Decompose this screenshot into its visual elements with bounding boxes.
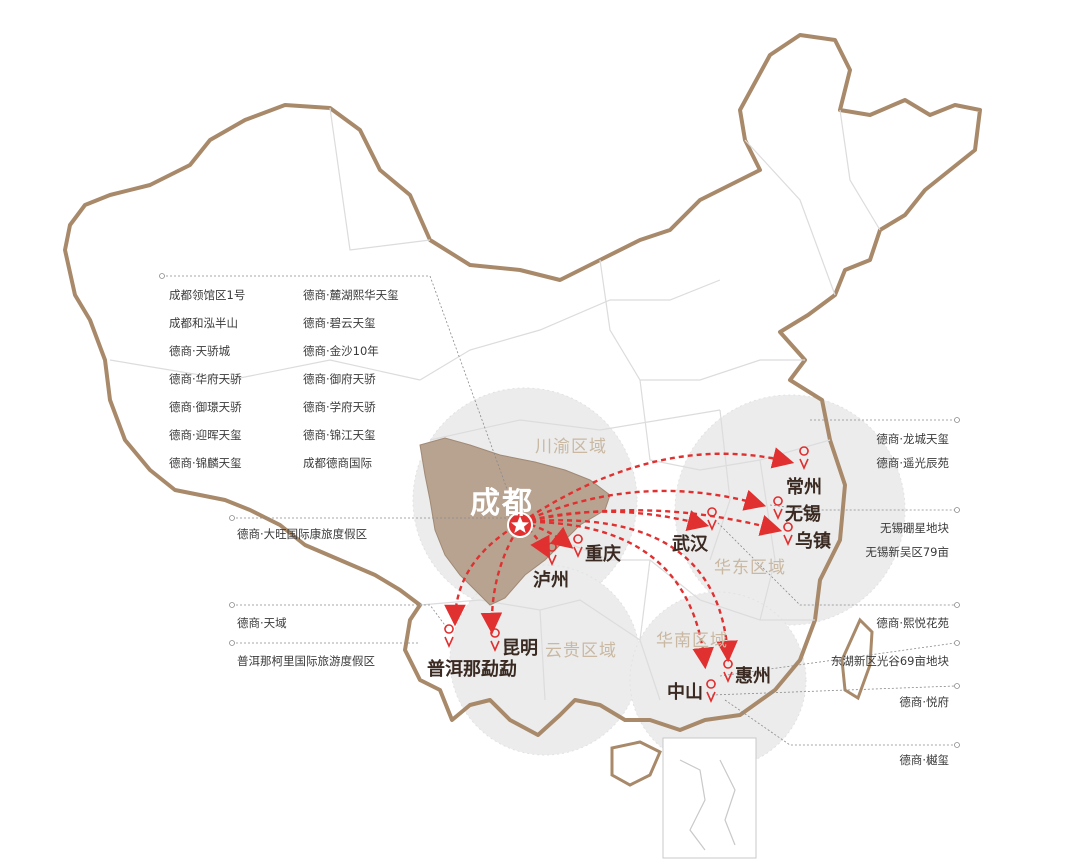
location-pins <box>444 446 809 703</box>
pin-icon <box>573 534 583 558</box>
city-label-puer: 普洱那勐勐 <box>427 659 517 680</box>
pin-icon <box>799 446 809 470</box>
leader-lines <box>162 275 956 746</box>
project-label-wuxi-2: 无锡新吴区79亩 <box>865 545 949 559</box>
project-label: 德商·学府天骄 <box>303 400 376 414</box>
project-label: 德商·麓湖熙华天玺 <box>303 288 399 302</box>
arrow-to-wuhan <box>521 510 710 532</box>
project-label: 成都和泓半山 <box>169 316 238 330</box>
star-icon <box>511 516 529 533</box>
project-label: 德商·御璟天骄 <box>169 400 242 414</box>
region-label-chuanyu: 川渝区域 <box>535 437 607 457</box>
region-circle-huadong <box>674 394 906 626</box>
project-label: 成都领馆区1号 <box>169 288 246 302</box>
city-label-kunming: 昆明 <box>502 638 538 659</box>
hainan-island <box>610 740 662 787</box>
pin-icon <box>783 522 793 546</box>
project-label: 德商·锦江天玺 <box>303 428 376 442</box>
province-lines <box>109 107 881 701</box>
region-label-huanan: 华南区域 <box>656 631 728 651</box>
project-label: 成都德商国际 <box>303 456 372 470</box>
project-label-wuxi-1: 无锡硼星地块 <box>880 521 949 535</box>
city-label-changzhou: 常州 <box>786 477 822 498</box>
china-border <box>63 33 982 737</box>
project-label: 德商·迎晖天玺 <box>169 428 242 442</box>
taiwan-island <box>840 617 874 701</box>
city-label-wuxi: 无锡 <box>785 504 821 525</box>
project-label-changzhou-2: 德商·遥光辰苑 <box>876 456 949 470</box>
arrow-to-wuxi <box>521 489 767 524</box>
project-label: 德商·天骄城 <box>169 344 231 358</box>
pin-icon <box>490 628 500 652</box>
pin-icon <box>706 679 716 703</box>
project-label: 德商·金沙10年 <box>303 344 379 358</box>
leader-dots <box>159 273 960 748</box>
pin-icon <box>547 542 557 566</box>
pin-icon <box>444 624 454 648</box>
city-label-chengdu: 成都 <box>470 486 534 521</box>
project-label-wuhan: 德商·熙悦花苑 <box>876 616 949 630</box>
arrow-to-huizhou <box>521 519 738 663</box>
project-label-huizhou: 德商·樾玺 <box>899 753 949 767</box>
city-label-wuzhen: 乌镇 <box>795 531 831 552</box>
arrow-to-wuzhen <box>521 509 783 536</box>
project-label-changzhou-1: 德商·龙城天玺 <box>876 432 949 446</box>
project-label-wuhan-2: 东湖新区光谷69亩地块 <box>830 654 949 668</box>
city-label-wuhan: 武汉 <box>672 534 708 555</box>
project-label-puer: 普洱那柯里国际旅游度假区 <box>237 654 375 668</box>
project-label: 德商·锦麟天玺 <box>169 456 242 470</box>
city-label-luzhou: 泸州 <box>533 570 569 591</box>
project-label-luzhou: 德商·大旺国际康旅度假区 <box>237 527 368 541</box>
project-label: 德商·御府天骄 <box>303 372 376 386</box>
project-label: 德商·华府天骄 <box>169 372 242 386</box>
arrow-to-zhongshan <box>521 520 714 670</box>
region-label-yungui: 云贵区域 <box>545 641 617 661</box>
city-label-chongqing: 重庆 <box>585 544 621 565</box>
city-label-zhongshan: 中山 <box>667 682 703 703</box>
south-china-sea-inset <box>662 737 757 859</box>
inset-islands <box>679 759 736 851</box>
pin-icon <box>723 659 733 683</box>
project-label: 德商·碧云天玺 <box>303 316 376 330</box>
pin-icon <box>707 507 717 531</box>
project-label-zhongshan: 德商·悦府 <box>899 695 949 709</box>
arrow-to-puer <box>444 520 523 627</box>
city-label-huizhou: 惠州 <box>735 666 771 687</box>
region-circle-huanan <box>629 591 807 769</box>
region-label-huadong: 华东区域 <box>714 558 786 578</box>
pin-icon <box>773 496 783 520</box>
project-label-kunming: 德商·天域 <box>237 616 287 630</box>
